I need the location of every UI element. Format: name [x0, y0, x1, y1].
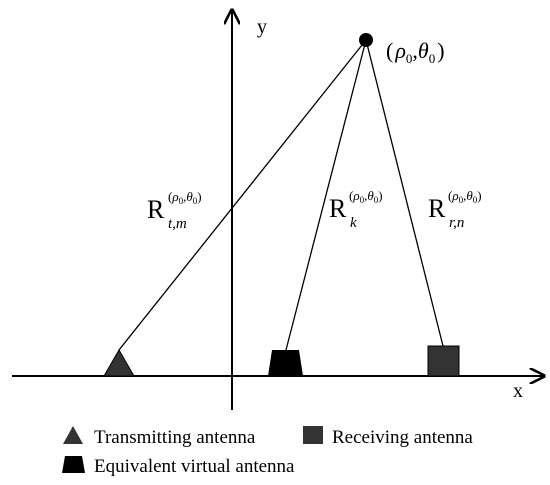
range-label-receive: R (ρ0,θ0) r,n: [428, 188, 482, 231]
x-axis-label: x: [513, 380, 523, 402]
svg-text:(ρ0,θ0): (ρ0,θ0): [349, 188, 383, 205]
range-line-receive: [365, 39, 444, 347]
svg-text:(ρ0,θ0): (ρ0,θ0): [168, 189, 202, 206]
legend-transmitting-icon: [63, 426, 83, 444]
legend-receiving-label: Receiving antenna: [332, 427, 473, 448]
range-line-virtual: [285, 39, 367, 351]
svg-text:k: k: [350, 215, 357, 231]
svg-text:R: R: [428, 194, 446, 223]
svg-text:R: R: [329, 194, 347, 223]
legend: Transmitting antenna Receiving antenna E…: [62, 426, 473, 477]
svg-text:t,m: t,m: [168, 216, 187, 232]
y-axis-label: y: [257, 16, 267, 38]
virtual-antenna-icon: [268, 350, 303, 376]
receiving-antenna-icon: [427, 345, 460, 377]
transmitting-antenna-icon: [103, 348, 135, 377]
legend-virtual-label: Equivalent virtual antenna: [94, 456, 295, 477]
legend-virtual-icon: [62, 456, 85, 473]
svg-text:(ρ0,θ0): (ρ0,θ0): [448, 188, 482, 205]
legend-receiving-icon: [303, 426, 323, 444]
range-label-virtual: R (ρ0,θ0) k: [329, 188, 383, 231]
target-point: [359, 33, 373, 47]
target-label: (ρ0,θ0): [386, 38, 445, 66]
legend-transmitting-label: Transmitting antenna: [94, 427, 256, 448]
svg-text:R: R: [147, 195, 165, 224]
range-line-transmit: [118, 39, 367, 351]
svg-text:r,n: r,n: [449, 215, 464, 231]
range-label-transmit: R (ρ0,θ0) t,m: [147, 189, 202, 232]
